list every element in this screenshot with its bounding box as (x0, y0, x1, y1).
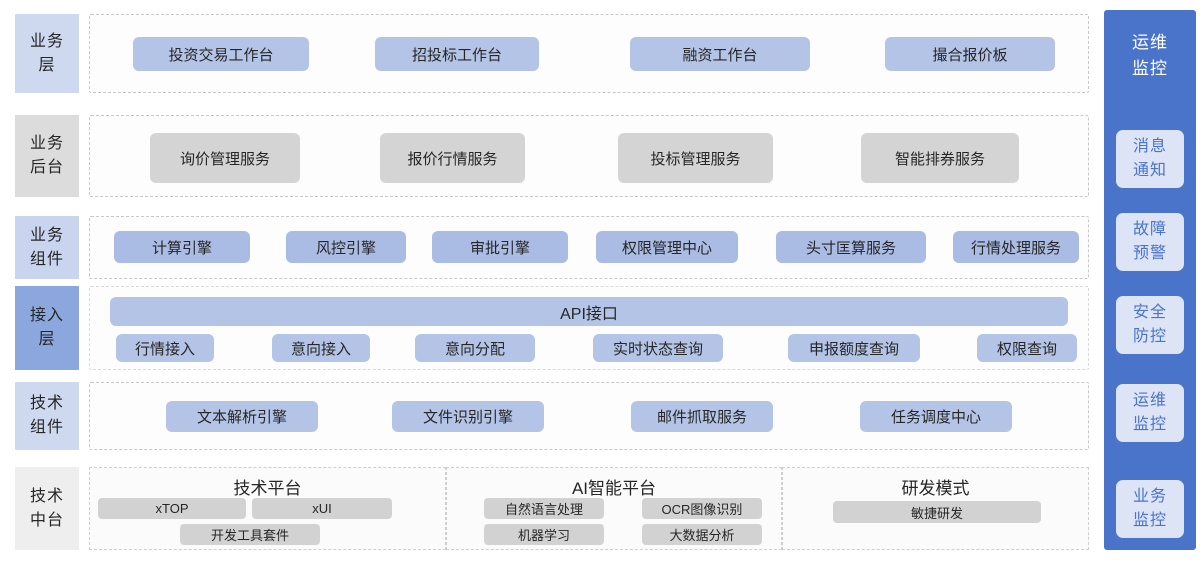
platform-group-rd-mode: 研发模式 敏捷研发 (782, 467, 1089, 550)
sidebar-heading: 运维 监控 (1132, 33, 1168, 78)
chip-business-backend-1[interactable]: 报价行情服务 (380, 133, 525, 183)
sidebar-item-message-notification[interactable]: 消息 通知 (1116, 130, 1184, 188)
chip-business-layer-0[interactable]: 投资交易工作台 (133, 37, 309, 71)
sidebar-item-fault-warning[interactable]: 故障 预警 (1116, 213, 1184, 271)
chip-ai-platform-2[interactable]: 机器学习 (484, 524, 604, 545)
layer-row-business-components: 计算引擎 风控引擎 审批引擎 权限管理中心 头寸匡算服务 行情处理服务 (89, 216, 1089, 279)
chip-business-layer-1[interactable]: 招投标工作台 (375, 37, 539, 71)
layer-label-text: 技术 中台 (29, 487, 64, 529)
chip-ai-platform-3[interactable]: 大数据分析 (642, 524, 762, 545)
chip-business-components-4[interactable]: 头寸匡算服务 (776, 231, 926, 263)
layer-row-access-layer: API接口 行情接入 意向接入 意向分配 实时状态查询 申报额度查询 权限查询 (89, 286, 1089, 370)
chip-tech-components-1[interactable]: 文件识别引擎 (392, 401, 544, 432)
layer-label-tech-midplatform: 技术 中台 (15, 467, 79, 550)
platform-group-title: AI智能平台 (571, 479, 657, 498)
platform-group-ai-platform: AI智能平台 自然语言处理 OCR图像识别 机器学习 大数据分析 (446, 467, 782, 550)
chip-rd-mode-0[interactable]: 敏捷研发 (833, 501, 1041, 523)
layer-label-text: 业务 后台 (29, 135, 64, 176)
api-interface-bar[interactable]: API接口 (110, 297, 1068, 326)
chip-business-backend-0[interactable]: 询价管理服务 (150, 133, 300, 183)
chip-tech-components-0[interactable]: 文本解析引擎 (166, 401, 318, 432)
layer-label-text: 接入 层 (29, 307, 64, 348)
chip-business-components-3[interactable]: 权限管理中心 (596, 231, 738, 263)
chip-access-layer-5[interactable]: 权限查询 (977, 334, 1077, 362)
chip-business-backend-3[interactable]: 智能排券服务 (861, 133, 1019, 183)
layer-row-tech-components: 文本解析引擎 文件识别引擎 邮件抓取服务 任务调度中心 (89, 382, 1089, 450)
layer-label-access-layer: 接入 层 (15, 286, 79, 370)
chip-access-layer-3[interactable]: 实时状态查询 (593, 334, 723, 362)
chip-access-layer-0[interactable]: 行情接入 (116, 334, 214, 362)
chip-tech-platform-2[interactable]: 开发工具套件 (180, 524, 320, 545)
chip-business-components-2[interactable]: 审批引擎 (432, 231, 568, 263)
layer-label-business-layer: 业务 层 (15, 14, 79, 93)
chip-tech-components-3[interactable]: 任务调度中心 (860, 401, 1012, 432)
platform-group-title: 研发模式 (901, 479, 970, 498)
sidebar-item-ops-monitoring[interactable]: 运维 监控 (1116, 384, 1184, 442)
sidebar-item-business-monitoring[interactable]: 业务 监控 (1116, 480, 1184, 538)
chip-tech-components-2[interactable]: 邮件抓取服务 (631, 401, 773, 432)
chip-business-backend-2[interactable]: 投标管理服务 (618, 133, 773, 183)
chip-access-layer-4[interactable]: 申报额度查询 (788, 334, 920, 362)
layer-row-business-backend: 询价管理服务 报价行情服务 投标管理服务 智能排券服务 (89, 115, 1089, 197)
ops-monitoring-sidebar: 运维 监控 消息 通知 故障 预警 安全 防控 运维 监控 业务 监控 (1104, 10, 1196, 550)
chip-business-layer-3[interactable]: 撮合报价板 (885, 37, 1055, 71)
layer-label-business-backend: 业务 后台 (15, 115, 79, 197)
sidebar-item-security-control[interactable]: 安全 防控 (1116, 296, 1184, 354)
layer-label-business-components: 业务 组件 (15, 216, 79, 279)
chip-ai-platform-0[interactable]: 自然语言处理 (484, 498, 604, 519)
chip-business-components-0[interactable]: 计算引擎 (114, 231, 250, 263)
layer-label-text: 业务 组件 (29, 226, 64, 268)
layer-row-business-layer: 投资交易工作台 招投标工作台 融资工作台 撮合报价板 (89, 14, 1089, 93)
chip-access-layer-1[interactable]: 意向接入 (272, 334, 370, 362)
chip-tech-platform-1[interactable]: xUI (252, 498, 392, 519)
platform-group-title: 技术平台 (233, 479, 302, 498)
chip-ai-platform-1[interactable]: OCR图像识别 (642, 498, 762, 519)
chip-access-layer-2[interactable]: 意向分配 (415, 334, 535, 362)
chip-tech-platform-0[interactable]: xTOP (98, 498, 246, 519)
layer-label-text: 业务 层 (29, 32, 64, 74)
platform-group-tech-platform: 技术平台 xTOP xUI 开发工具套件 (89, 467, 446, 550)
chip-business-components-1[interactable]: 风控引擎 (286, 231, 406, 263)
chip-business-layer-2[interactable]: 融资工作台 (630, 37, 810, 71)
chip-business-components-5[interactable]: 行情处理服务 (953, 231, 1079, 263)
layer-label-text: 技术 组件 (29, 395, 64, 436)
layer-label-tech-components: 技术 组件 (15, 382, 79, 450)
